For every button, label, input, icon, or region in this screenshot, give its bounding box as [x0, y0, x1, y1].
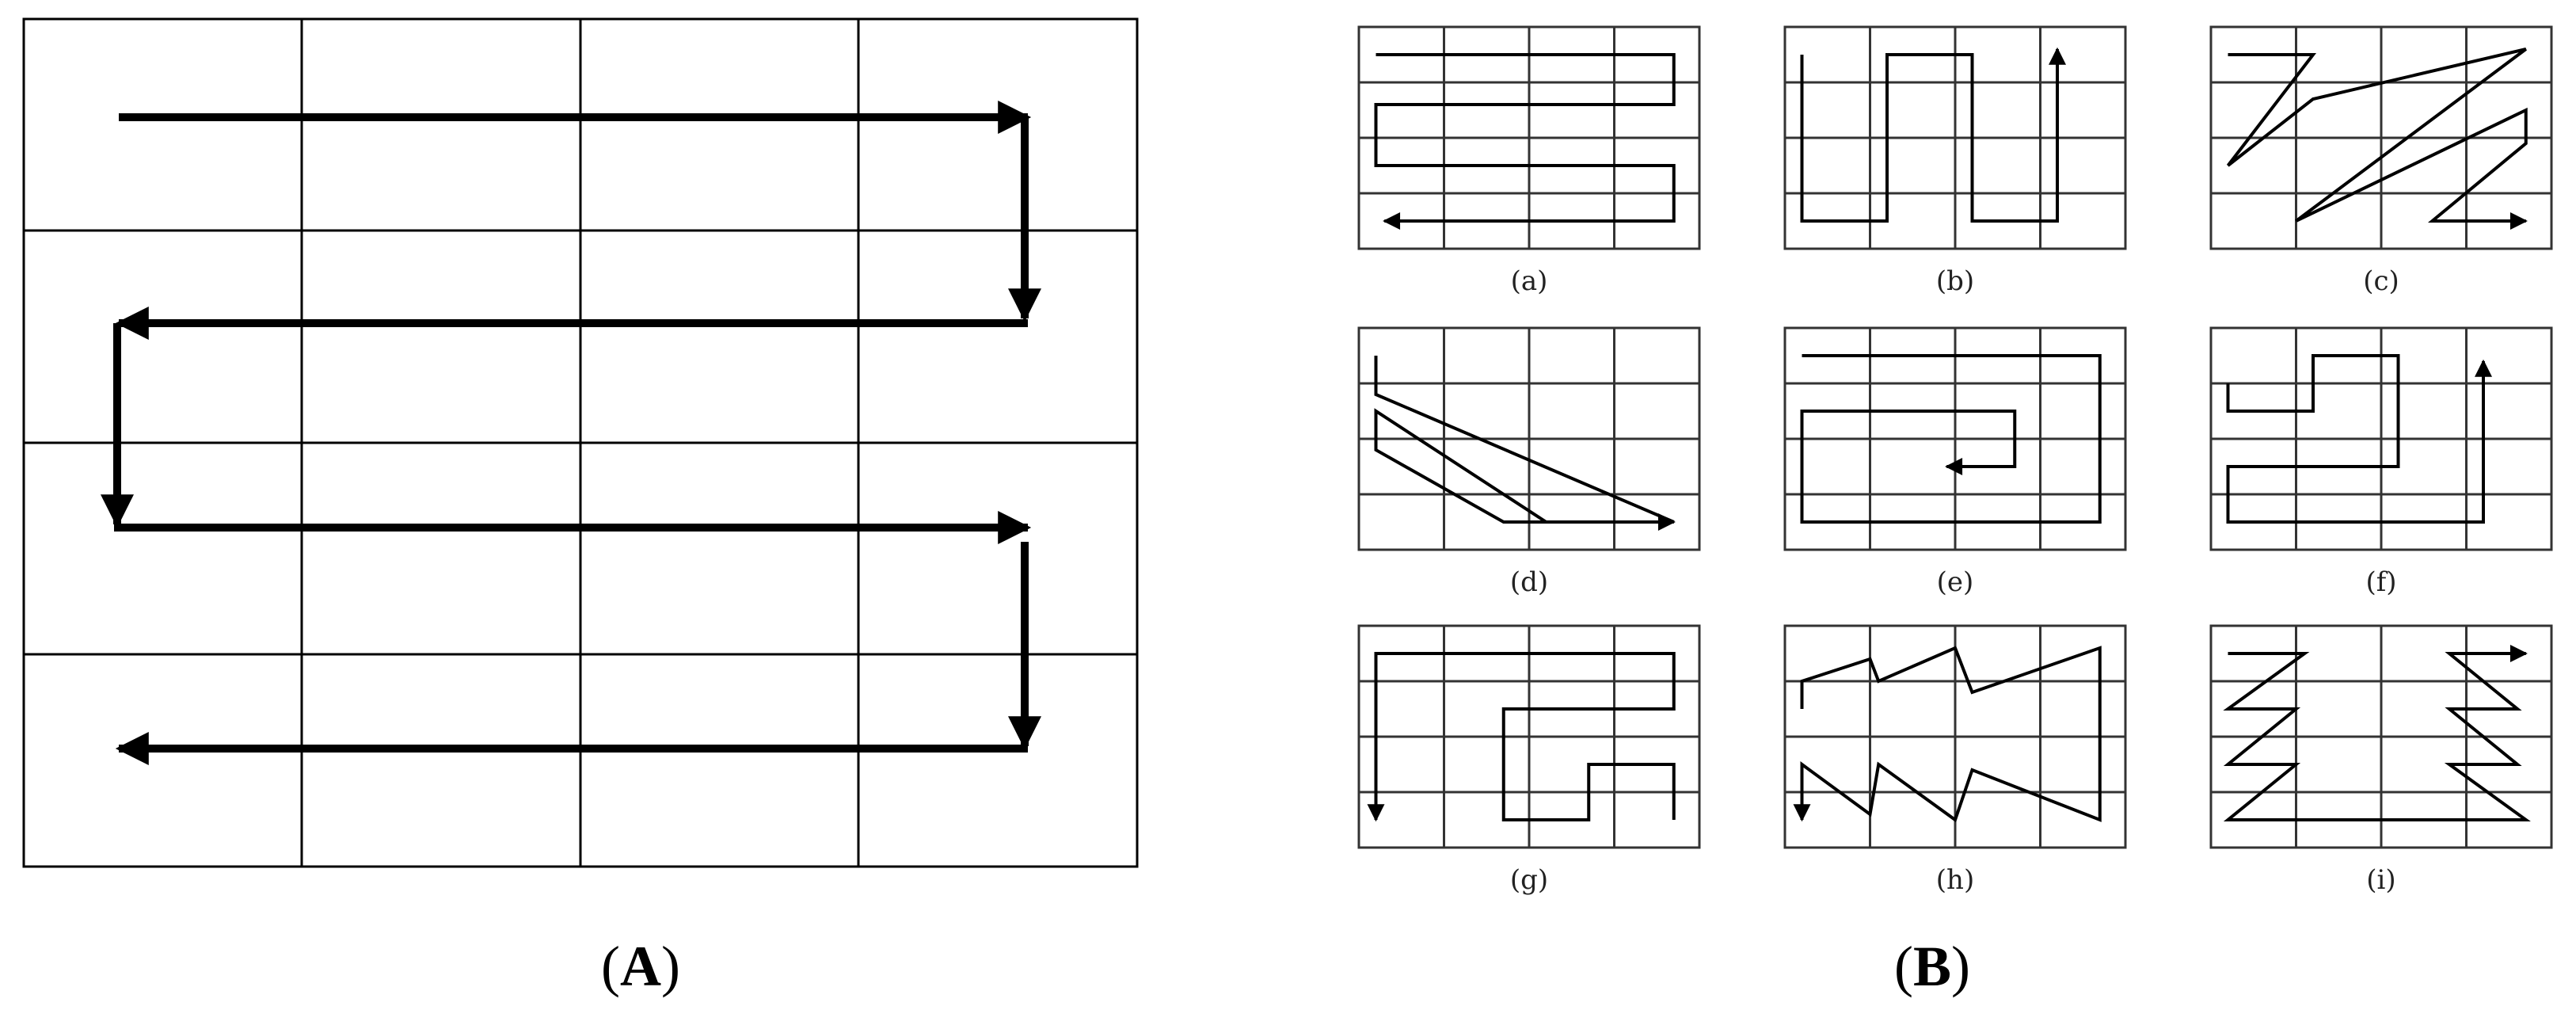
- subfigure-e-label: (e): [1937, 566, 1974, 598]
- subfigure-h-grid: [1783, 624, 2127, 849]
- panel-b-caption: (B): [1894, 935, 1970, 998]
- subfigure-g-grid: [1357, 624, 1701, 849]
- subfigure-g-label: (g): [1510, 864, 1548, 896]
- subfigure-b-scan-path: [1800, 47, 2066, 223]
- subfigure-i-scan-path: [2223, 645, 2531, 821]
- subfigure-c-label: (c): [2363, 265, 2399, 297]
- subfigure-h-scan-path: [1793, 646, 2102, 823]
- subfigure-d: (d): [1357, 326, 1701, 598]
- subfigure-f: (f): [2209, 326, 2553, 598]
- subfigure-d-scan-path: [1374, 356, 1676, 531]
- panel-b-subfigures: (a) (b) (c) (d) (e) (f) (g) (h) (i): [1357, 25, 2553, 896]
- subfigure-d-label: (d): [1510, 566, 1548, 598]
- subfigure-d-grid: [1357, 326, 1701, 551]
- subfigure-c-scan-path: [2226, 48, 2528, 230]
- subfigure-i-label: (i): [2366, 864, 2395, 896]
- subfigure-a-grid: [1357, 25, 1701, 250]
- subfigure-a: (a): [1357, 25, 1701, 297]
- subfigure-e-scan-path: [1800, 354, 2102, 524]
- subfigure-f-label: (f): [2365, 566, 2396, 598]
- subfigure-a-label: (a): [1511, 265, 1548, 297]
- subfigure-e-grid: [1783, 326, 2127, 551]
- panel-a-scan-path: [101, 101, 1041, 765]
- subfigure-e: (e): [1783, 326, 2127, 598]
- subfigure-f-scan-path: [2226, 354, 2492, 524]
- subfigure-b-label: (b): [1936, 265, 1974, 297]
- subfigure-a-scan-path: [1374, 53, 1676, 230]
- subfigure-f-grid: [2209, 326, 2553, 551]
- subfigure-b: (b): [1783, 25, 2127, 297]
- subfigure-h: (h): [1783, 624, 2127, 896]
- subfigure-h-label: (h): [1936, 864, 1974, 896]
- subfigure-g-scan-path: [1367, 652, 1676, 822]
- panel-a-grid: [22, 17, 1139, 868]
- subfigure-i-grid: [2209, 624, 2553, 849]
- panel-a-caption: (A): [601, 935, 680, 998]
- subfigure-c: (c): [2209, 25, 2553, 297]
- subfigure-i: (i): [2209, 624, 2553, 896]
- subfigure-c-grid: [2209, 25, 2553, 250]
- subfigure-b-grid: [1783, 25, 2127, 250]
- subfigure-g: (g): [1357, 624, 1701, 896]
